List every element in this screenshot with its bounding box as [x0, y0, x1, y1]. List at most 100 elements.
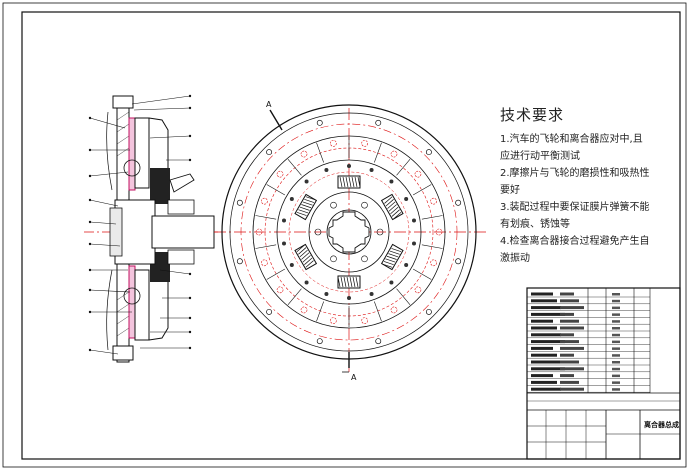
- radial-slot: [255, 215, 277, 220]
- parts-row-qty: [612, 381, 620, 384]
- radial-slot: [266, 268, 286, 280]
- parts-row-code: [531, 306, 561, 310]
- radial-slot: [421, 244, 443, 249]
- parts-row-code: [531, 333, 561, 337]
- parts-row-code: [531, 346, 553, 350]
- parts-row-code: [531, 292, 553, 296]
- bolt-hole: [455, 258, 462, 265]
- parts-row-qty: [612, 327, 620, 330]
- parts-row-qty: [612, 347, 620, 350]
- rivet-hole: [361, 140, 368, 147]
- parts-row-code: [531, 340, 565, 344]
- parts-row-code: [531, 374, 553, 378]
- bolt-hole: [236, 199, 243, 206]
- parts-row-qty: [612, 388, 620, 391]
- spring-coil: [351, 176, 355, 188]
- spring-window-frame: [294, 193, 318, 221]
- spring-coil: [386, 255, 397, 260]
- rivet-hole: [390, 150, 398, 158]
- radial-slot: [316, 142, 324, 163]
- spring-window: [294, 243, 318, 271]
- rivet-hole: [330, 140, 337, 147]
- hub-outer: [308, 191, 390, 273]
- parts-row-name: [560, 374, 574, 378]
- spring-coil: [385, 199, 394, 207]
- flywheel-bottom: [112, 345, 134, 361]
- parts-row-code: [531, 299, 557, 303]
- rivet-holes: [255, 140, 443, 324]
- spring-coil: [301, 252, 310, 260]
- spring-coil: [345, 176, 349, 188]
- spring-coil: [383, 261, 394, 266]
- parts-row-code: [531, 367, 565, 371]
- parts-row-name: [560, 319, 579, 323]
- hub-hole: [330, 201, 337, 209]
- radial-slot: [374, 142, 382, 163]
- rivet-hole: [255, 228, 263, 236]
- rivet-dot: [289, 263, 294, 267]
- radial-slot: [266, 184, 286, 196]
- spring-coil: [339, 176, 343, 188]
- rivet-hole: [261, 259, 268, 267]
- radial-slot: [287, 159, 302, 176]
- spring-window-frame: [294, 243, 318, 271]
- spring-coil: [296, 211, 307, 216]
- parts-row-name: [560, 299, 579, 303]
- parts-row-name: [560, 346, 584, 350]
- parts-row-name: [560, 306, 584, 310]
- damper-spring-upper: [123, 159, 141, 177]
- bolt-hole: [425, 149, 432, 156]
- bolt-hole: [425, 308, 432, 315]
- requirement-line: 2.摩擦片与飞轮的磨损性和吸热性: [500, 168, 650, 179]
- bolt-hole: [316, 338, 323, 345]
- parts-row-qty: [612, 320, 620, 323]
- radial-slot: [374, 301, 382, 322]
- leader-dots-right: [188, 94, 192, 350]
- pressure-plate-upper: [134, 117, 150, 189]
- rivet-hole: [430, 197, 437, 205]
- technical-requirements: 技术要求 1.汽车的飞轮和离合器应对中,且 应进行动平衡测试 2.摩擦片与飞轮的…: [500, 104, 686, 267]
- outer-rim: [221, 104, 477, 360]
- rivet-dot: [289, 197, 294, 201]
- spring-window: [380, 243, 404, 271]
- rivet-hole: [435, 228, 443, 236]
- spring-coil: [298, 209, 309, 214]
- radial-slot: [396, 159, 411, 176]
- rivet-hole: [276, 286, 284, 294]
- rivet-hole: [300, 150, 308, 158]
- rivet-dot: [324, 167, 329, 172]
- spring-coil: [388, 204, 397, 212]
- hub-inner: [326, 209, 372, 255]
- spring-coil: [304, 198, 315, 203]
- rivet-dot: [304, 280, 309, 285]
- radial-slot: [287, 288, 302, 305]
- rivet-dot: [389, 179, 394, 184]
- hub-hole: [314, 228, 322, 236]
- spring-coil: [354, 176, 358, 188]
- rivet-dot: [304, 179, 309, 184]
- rivet-dot: [404, 263, 409, 267]
- spring-coil: [348, 176, 352, 188]
- rivet-dot: [411, 241, 416, 246]
- rivet-hole: [300, 306, 308, 314]
- spring-coil: [340, 276, 344, 288]
- spring-coil: [387, 201, 396, 209]
- spring-coil: [299, 249, 308, 258]
- parts-row-name: [560, 340, 579, 344]
- rivet-dot: [369, 292, 374, 297]
- rivet-hole: [390, 306, 398, 314]
- bolt-hole: [266, 149, 273, 156]
- parts-row-name: [560, 326, 584, 330]
- spring-window: [294, 193, 318, 221]
- rivet-hole: [276, 170, 284, 178]
- parts-row-name: [560, 333, 574, 337]
- rivet-hole: [414, 286, 422, 294]
- bolt-hole: [375, 338, 382, 345]
- rivet-dot: [347, 164, 351, 168]
- spring-coil: [385, 258, 396, 263]
- parts-row-qty: [612, 293, 620, 296]
- inner-frame: [21, 11, 681, 460]
- hub-hole: [361, 255, 368, 263]
- spring-coil: [346, 276, 350, 288]
